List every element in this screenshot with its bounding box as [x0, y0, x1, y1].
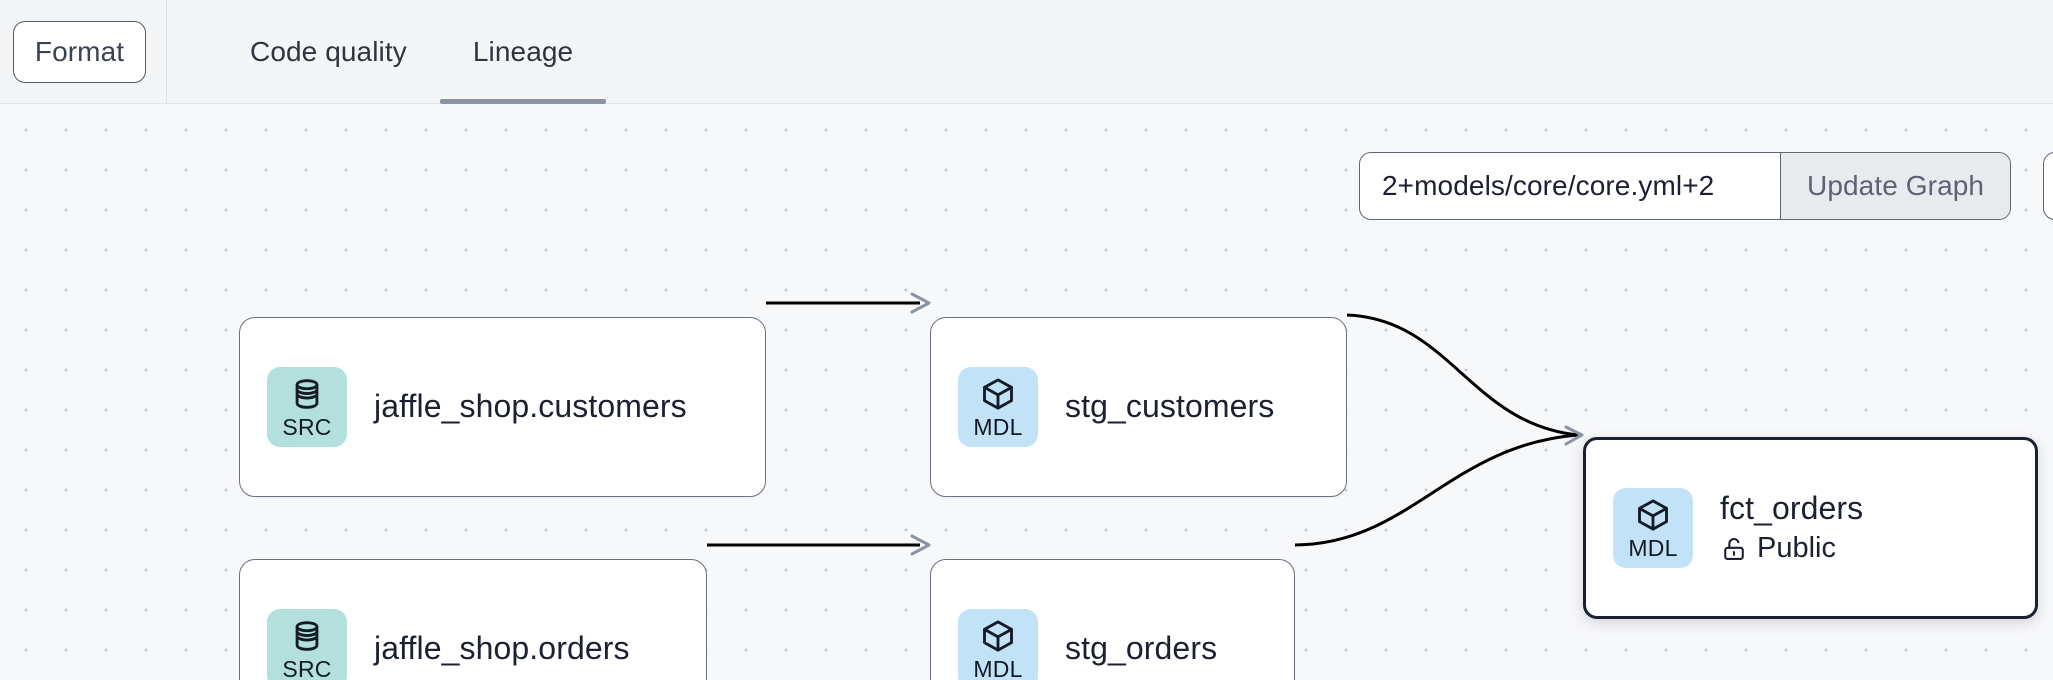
- node-body: jaffle_shop.orders: [374, 630, 630, 667]
- node-access-label: Public: [1757, 532, 1836, 565]
- badge-src: SRC: [267, 609, 347, 680]
- badge-mdl: MDL: [958, 609, 1038, 680]
- tab-underline: [217, 99, 440, 104]
- tab-lineage-label: Lineage: [472, 35, 574, 67]
- tab-bar: Code quality Lineage: [217, 0, 607, 104]
- node-title: stg_customers: [1065, 388, 1275, 425]
- unlock-icon: [1724, 537, 1744, 560]
- edge-orders-to-stg-orders: [707, 534, 931, 556]
- node-body: stg_orders: [1065, 630, 1218, 667]
- badge-label: MDL: [973, 655, 1023, 680]
- graph-selector-bar: Update Graph: [1359, 152, 2012, 220]
- graph-selector-input[interactable]: [1360, 153, 1780, 219]
- node-title: fct_orders: [1720, 489, 1864, 526]
- lineage-node-jaffle-shop-orders[interactable]: SRC jaffle_shop.orders: [239, 559, 707, 680]
- database-icon: [295, 620, 319, 651]
- badge-label: SRC: [282, 655, 332, 680]
- node-body: stg_customers: [1065, 388, 1275, 425]
- update-graph-button[interactable]: Update Graph: [1780, 153, 2011, 219]
- tab-code-quality[interactable]: Code quality: [217, 0, 440, 104]
- badge-mdl: MDL: [958, 367, 1038, 447]
- badge-src: SRC: [267, 367, 347, 447]
- badge-label: SRC: [282, 413, 332, 440]
- cube-icon: [1638, 498, 1668, 531]
- edge-customers-to-stg-customers: [766, 292, 931, 314]
- node-title: jaffle_shop.orders: [374, 630, 630, 667]
- lineage-node-stg-customers[interactable]: MDL stg_customers: [930, 317, 1347, 497]
- badge-label: MDL: [973, 413, 1023, 440]
- database-icon: [295, 378, 319, 409]
- node-body: jaffle_shop.customers: [374, 388, 687, 425]
- lineage-node-stg-orders[interactable]: MDL stg_orders: [930, 559, 1295, 680]
- tab-code-quality-label: Code quality: [250, 35, 407, 67]
- node-title: stg_orders: [1065, 630, 1218, 667]
- node-access-badge: Public: [1720, 532, 1863, 565]
- cube-icon: [983, 377, 1013, 410]
- editor-toolbar: Format Code quality Lineage: [0, 0, 2053, 104]
- node-body: fct_orders Public: [1720, 489, 1864, 566]
- cube-icon: [983, 619, 1013, 652]
- badge-mdl: MDL: [1613, 488, 1693, 568]
- tab-underline-active: [439, 98, 607, 104]
- badge-label: MDL: [1628, 534, 1678, 561]
- tab-lineage[interactable]: Lineage: [439, 0, 607, 104]
- toolbar-divider: [166, 0, 167, 104]
- edge-stg-customers-to-fct-orders: [1346, 313, 1579, 437]
- node-title: jaffle_shop.customers: [374, 388, 687, 425]
- format-button[interactable]: Format: [13, 20, 146, 83]
- lineage-node-jaffle-shop-customers[interactable]: SRC jaffle_shop.customers: [239, 317, 766, 497]
- canvas-side-control[interactable]: [2043, 152, 2053, 220]
- lineage-node-fct-orders[interactable]: MDL fct_orders Public: [1583, 437, 2038, 619]
- lineage-canvas[interactable]: SRC jaffle_shop.customers MDL stg_custom…: [0, 104, 2053, 680]
